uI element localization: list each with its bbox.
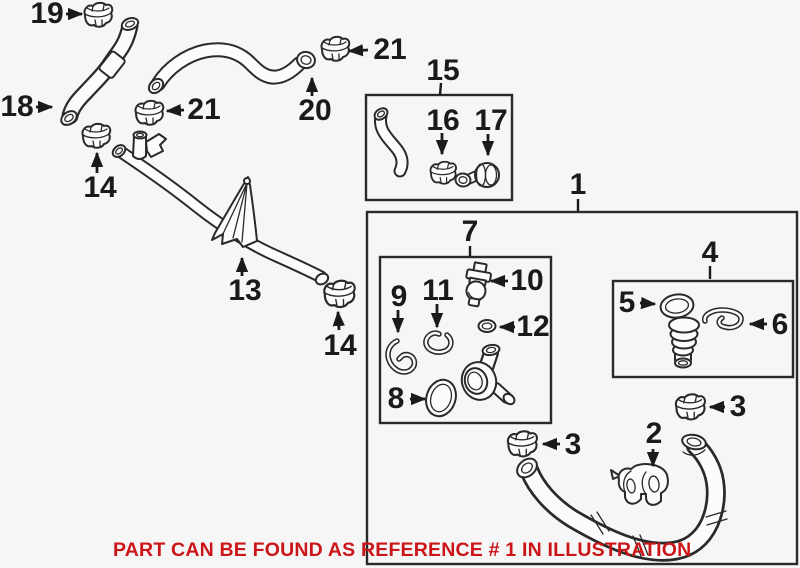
callout-1: 1	[569, 168, 587, 201]
callout-11: 11	[422, 274, 454, 307]
callout-9: 9	[390, 280, 408, 313]
callout-3-left: 3	[564, 428, 582, 461]
bracket-clip-2	[610, 463, 669, 506]
sensor-10	[465, 261, 492, 308]
box-1-outline	[365, 210, 799, 566]
clamp-14-upper	[81, 122, 112, 149]
callout-5: 5	[618, 286, 636, 319]
box-15-outline	[364, 93, 514, 202]
o-ring-5	[659, 293, 695, 319]
callout-17: 17	[474, 104, 508, 137]
lower-hose	[516, 433, 728, 562]
retaining-clip-6	[702, 307, 744, 331]
clip-11	[423, 330, 454, 355]
box-7-outline	[378, 255, 553, 425]
callout-6: 6	[771, 308, 789, 341]
callout-13: 13	[228, 274, 262, 307]
callout-21-top: 21	[373, 33, 407, 66]
clip-9	[385, 338, 418, 375]
box-15-hose	[373, 107, 409, 178]
callout-12: 12	[516, 310, 550, 343]
callout-8: 8	[387, 382, 405, 415]
o-ring-12	[477, 319, 497, 333]
callout-14-lower: 14	[323, 329, 357, 362]
clamp-3-left	[506, 430, 539, 458]
callout-10: 10	[510, 264, 544, 297]
hose-13	[111, 144, 330, 286]
callout-21-left: 21	[187, 93, 221, 126]
callout-20: 20	[298, 94, 332, 127]
thermostat-housing	[460, 343, 516, 406]
hose-13-bracket	[211, 176, 258, 248]
bellows-connector-4	[668, 316, 700, 369]
callout-4: 4	[701, 236, 719, 269]
connector-17	[454, 162, 500, 188]
hose-13-fitting	[132, 130, 167, 160]
callout-14-upper: 14	[83, 171, 117, 204]
box-4-outline	[611, 279, 795, 379]
clamp-21-left	[134, 99, 165, 126]
callout-19: 19	[30, 0, 64, 30]
clamp-19	[83, 1, 114, 28]
clamp-21-top	[320, 35, 351, 62]
callout-16: 16	[426, 104, 460, 137]
caption: PART CAN BE FOUND AS REFERENCE # 1 IN IL…	[113, 539, 692, 561]
seal-8	[425, 378, 457, 418]
callout-15: 15	[426, 54, 460, 87]
clamp-14-lower	[323, 279, 356, 309]
callout-arrows	[36, 7, 767, 468]
callout-3-right: 3	[729, 390, 747, 423]
hose-20	[147, 42, 316, 95]
clamp-16	[429, 160, 457, 185]
hose-18	[60, 17, 140, 126]
callout-7: 7	[461, 215, 479, 248]
callout-2: 2	[645, 417, 663, 450]
callout-18: 18	[0, 90, 34, 123]
clamp-3-right	[674, 393, 707, 421]
